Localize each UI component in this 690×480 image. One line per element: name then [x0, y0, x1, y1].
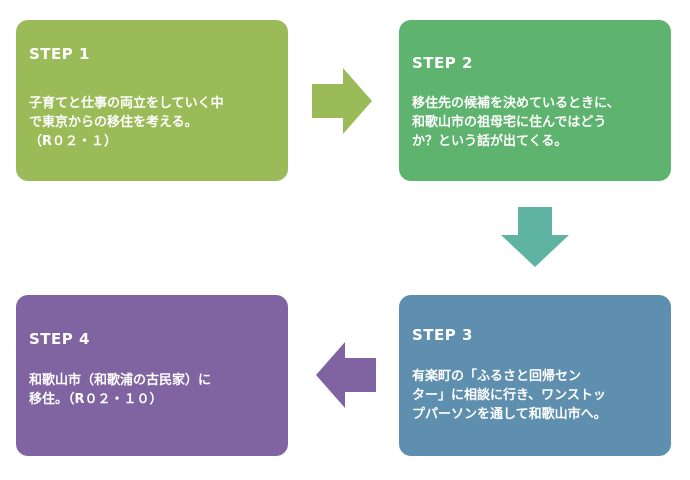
arrow-left-icon: [316, 342, 376, 408]
step-1-title: STEP 1: [29, 45, 90, 63]
step-3-title: STEP 3: [412, 326, 473, 344]
step-1-box: STEP 1 子育てと仕事の両立をしていく中 で東京からの移住を考える。 （R０…: [16, 20, 288, 181]
step-2-title: STEP 2: [412, 54, 473, 72]
step-4-box: STEP 4 和歌山市（和歌浦の古民家）に 移住。（R０２・１０）: [16, 295, 288, 456]
arrow-right-icon: [312, 68, 372, 134]
step-3-box: STEP 3 有楽町の「ふるさと回帰セン ター」に相談に行き、ワンストッ プパー…: [399, 295, 671, 456]
arrow-down-icon: [501, 207, 569, 267]
step-4-text: 和歌山市（和歌浦の古民家）に 移住。（R０２・１０）: [29, 373, 212, 407]
step-2-text: 移住先の候補を決めているときに、 和歌山市の祖母宅に住んではどう か？という話が…: [412, 96, 620, 149]
step-4-title: STEP 4: [29, 330, 90, 348]
step-2-box: STEP 2 移住先の候補を決めているときに、 和歌山市の祖母宅に住んではどう …: [399, 20, 671, 181]
step-3-text: 有楽町の「ふるさと回帰セン ター」に相談に行き、ワンストッ プパーソンを通して和…: [412, 369, 607, 422]
step-1-text: 子育てと仕事の両立をしていく中 で東京からの移住を考える。 （R０２・１）: [29, 96, 224, 149]
